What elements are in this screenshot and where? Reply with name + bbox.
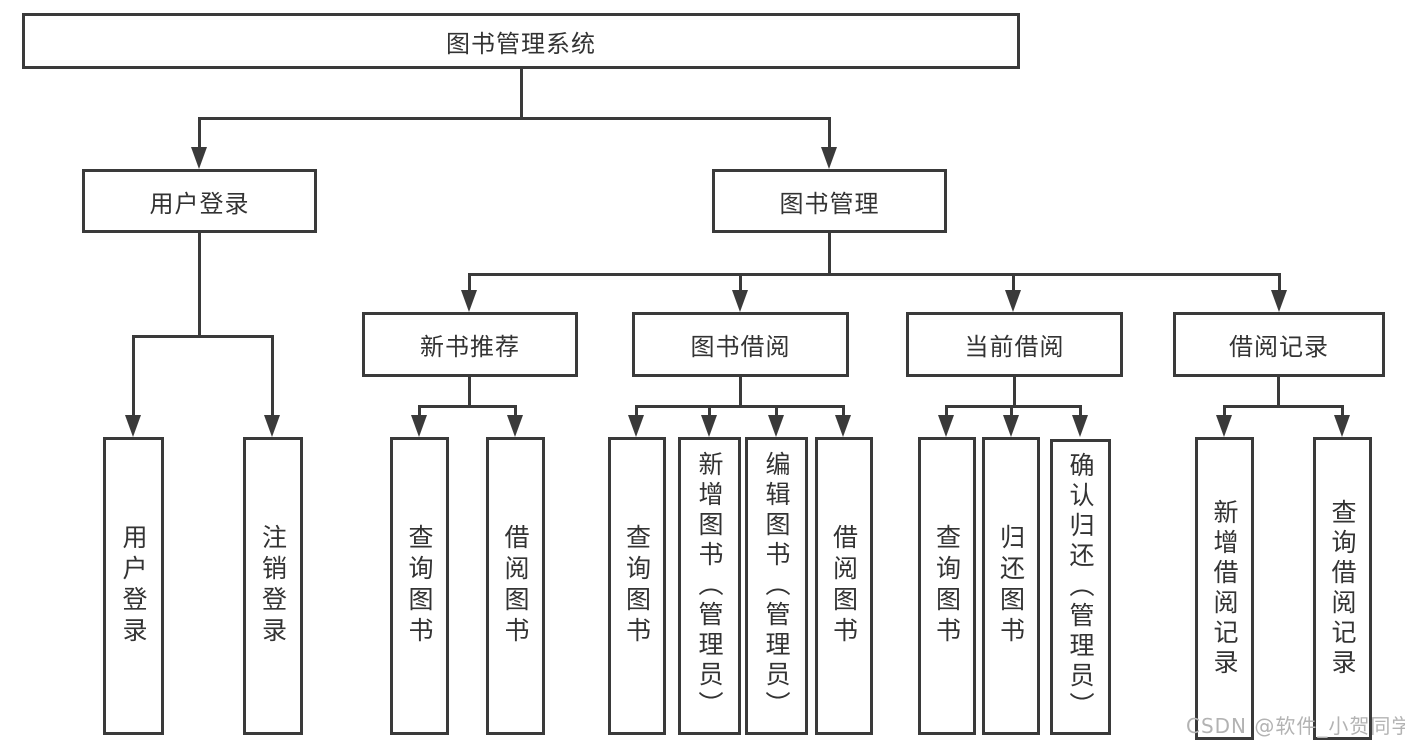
connector-line xyxy=(132,335,135,415)
node-borrow-record-label: 借阅记录 xyxy=(1229,333,1329,361)
connector-line xyxy=(739,377,742,405)
arrow-down-icon xyxy=(768,415,784,437)
leaf-logout: 注销登录 xyxy=(243,437,303,735)
arrow-down-icon xyxy=(938,415,954,437)
arrow-down-icon xyxy=(628,415,644,437)
connector-line xyxy=(468,273,471,292)
leaf-current-query-books: 查询图书 xyxy=(918,437,976,735)
connector-line xyxy=(198,233,201,335)
arrow-down-icon xyxy=(1216,415,1232,437)
leaf-newrec-query-books-label: 查询图书 xyxy=(405,524,434,648)
leaf-newrec-borrow-books: 借阅图书 xyxy=(486,437,545,735)
node-book-borrow-label: 图书借阅 xyxy=(690,333,791,361)
leaf-borrow-borrow-books: 借阅图书 xyxy=(815,437,873,735)
connector-line xyxy=(708,405,711,417)
leaf-confirm-return-admin-label: 确认归还（管理员） xyxy=(1066,452,1095,722)
connector-line xyxy=(1278,273,1281,292)
arrow-down-icon xyxy=(507,415,523,437)
connector-line xyxy=(1010,405,1013,417)
connector-line xyxy=(132,335,274,338)
leaf-confirm-return-admin: 确认归还（管理员） xyxy=(1050,439,1111,735)
connector-line xyxy=(828,117,831,147)
arrow-down-icon xyxy=(821,147,837,169)
connector-line xyxy=(1079,405,1082,417)
connector-line xyxy=(418,405,421,417)
connector-line xyxy=(271,335,274,415)
connector-line xyxy=(468,377,471,405)
connector-line xyxy=(1223,405,1226,417)
leaf-user-login-label: 用户登录 xyxy=(119,524,148,648)
arrow-down-icon xyxy=(411,415,427,437)
leaf-add-borrow-record-label: 新增借阅记录 xyxy=(1210,498,1239,679)
arrow-down-icon xyxy=(1072,415,1088,437)
leaf-return-books: 归还图书 xyxy=(982,437,1040,735)
arrow-down-icon xyxy=(264,415,280,437)
connector-line xyxy=(842,405,845,417)
leaf-newrec-query-books: 查询图书 xyxy=(390,437,449,735)
leaf-edit-books-admin-label: 编辑图书（管理员） xyxy=(762,451,791,721)
arrow-down-icon xyxy=(732,290,748,312)
connector-line xyxy=(945,405,948,417)
connector-line xyxy=(1012,273,1015,292)
connector-line xyxy=(1277,377,1280,405)
arrow-down-icon xyxy=(1003,415,1019,437)
leaf-return-books-label: 归还图书 xyxy=(996,524,1026,648)
leaf-query-borrow-record-label: 查询借阅记录 xyxy=(1328,498,1357,679)
arrow-down-icon xyxy=(1005,290,1021,312)
connector-line xyxy=(775,405,778,417)
connector-line xyxy=(1013,377,1016,405)
arrow-down-icon xyxy=(1334,415,1350,437)
leaf-newrec-borrow-books-label: 借阅图书 xyxy=(501,524,530,648)
arrow-down-icon xyxy=(1271,290,1287,312)
leaf-add-borrow-record: 新增借阅记录 xyxy=(1195,437,1254,740)
connector-line xyxy=(1223,405,1344,408)
node-current-borrow: 当前借阅 xyxy=(906,312,1123,377)
leaf-add-books-admin-label: 新增图书（管理员） xyxy=(695,451,724,721)
connector-line xyxy=(468,273,1281,276)
leaf-borrow-query-books: 查询图书 xyxy=(608,437,666,735)
node-root: 图书管理系统 xyxy=(22,13,1020,69)
leaf-user-login: 用户登录 xyxy=(103,437,164,735)
arrow-down-icon xyxy=(461,290,477,312)
arrow-down-icon xyxy=(125,415,141,437)
connector-line xyxy=(520,69,523,117)
connector-line xyxy=(514,405,517,417)
arrow-down-icon xyxy=(191,147,207,169)
node-current-borrow-label: 当前借阅 xyxy=(964,333,1065,361)
leaf-query-borrow-record: 查询借阅记录 xyxy=(1313,437,1372,740)
connector-line xyxy=(198,117,831,120)
node-user-login-label: 用户登录 xyxy=(149,189,250,218)
connector-line xyxy=(198,117,201,147)
connector-line xyxy=(828,233,831,273)
node-book-mgmt-label: 图书管理 xyxy=(779,189,880,218)
node-user-login: 用户登录 xyxy=(82,169,317,233)
node-book-borrow: 图书借阅 xyxy=(632,312,849,377)
node-new-book-rec: 新书推荐 xyxy=(362,312,578,377)
connector-line xyxy=(635,405,845,408)
connector-line xyxy=(635,405,638,417)
leaf-logout-label: 注销登录 xyxy=(258,524,288,648)
connector-line xyxy=(739,273,742,292)
csdn-watermark: CSDN @软件_小贺同学 xyxy=(1186,714,1405,738)
leaf-borrow-borrow-books-label: 借阅图书 xyxy=(829,524,859,648)
leaf-add-books-admin: 新增图书（管理员） xyxy=(678,437,741,735)
leaf-current-query-books-label: 查询图书 xyxy=(932,524,962,648)
connector-line xyxy=(945,405,1082,408)
node-new-book-rec-label: 新书推荐 xyxy=(420,333,520,361)
leaf-edit-books-admin: 编辑图书（管理员） xyxy=(745,437,808,735)
arrow-down-icon xyxy=(701,415,717,437)
node-borrow-record: 借阅记录 xyxy=(1173,312,1385,377)
node-root-label: 图书管理系统 xyxy=(446,29,596,58)
arrow-down-icon xyxy=(835,415,851,437)
leaf-borrow-query-books-label: 查询图书 xyxy=(622,524,652,648)
connector-line xyxy=(1341,405,1344,417)
connector-line xyxy=(418,405,517,408)
node-book-mgmt: 图书管理 xyxy=(712,169,947,233)
